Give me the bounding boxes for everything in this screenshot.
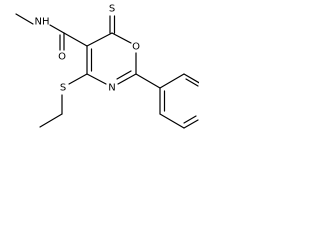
ring-nitrogen-label: N [108,83,115,94]
chemical-structure: NH O O S N S [15,4,199,129]
bonds [15,13,199,129]
bond-c5-c6 [86,32,113,47]
bond-ch2-ch3 [39,113,63,128]
bond-c2-n3 [117,73,137,85]
bond-n3-c4 [86,73,107,85]
thione-sulfur-label: S [109,4,115,15]
bond-ph-5 [183,119,199,129]
thioether-sulfur-label: S [60,83,66,94]
bond-methyl-n [15,13,34,25]
bond-c2-n3-inner [116,70,132,80]
bond-ph-2 [183,73,199,84]
bond-carbonyl-c5 [63,32,88,47]
bond-ph-6 [185,78,199,87]
bond-c4-s [68,73,88,85]
atom-labels: NH O O S N S [35,4,141,94]
amide-nh-label: NH [35,17,50,28]
ring-oxygen-label: O [132,42,140,53]
bond-ph-5-inner [183,115,197,124]
bond-ph-4 [159,113,185,129]
bond-c6-o1 [111,32,132,44]
bond-c2-phenyl [135,73,161,89]
bond-n-carbonyl [49,24,65,34]
carbonyl-oxygen-label: O [58,52,66,63]
bond-ph-1 [159,73,185,89]
